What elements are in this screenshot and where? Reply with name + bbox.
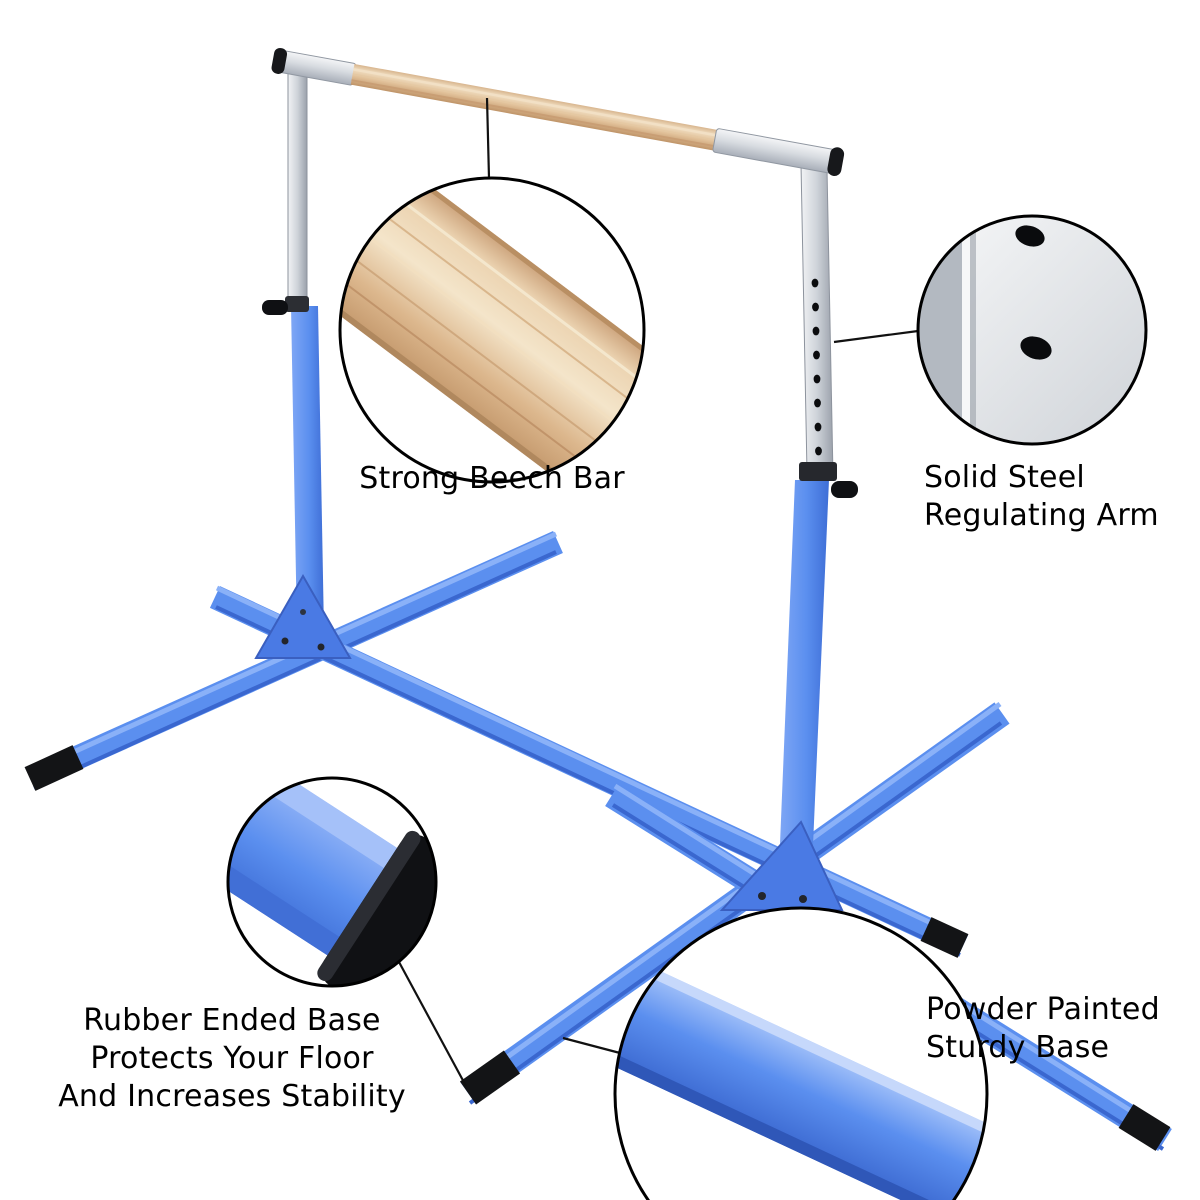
lock-knob [262,300,288,315]
label-line: Solid Steel [924,460,1085,495]
bolt [317,643,325,651]
label-line: Sturdy Base [926,1030,1110,1065]
left-base-bracket [254,573,352,659]
label-line: And Increases Stability [58,1079,406,1114]
beech-horizontal-bar [271,47,845,176]
label-sturdy-base: Powder Painted Sturdy Base [926,991,1200,1067]
rubber-end-cap [459,1050,521,1105]
callout-circle-beech-bar [338,176,646,484]
adjustment-hole [1020,336,1052,360]
left-regulating-arm [262,59,309,315]
rubber-end-cap [24,745,84,791]
leader-sturdy-base [562,1036,621,1055]
callout-circle-regulating-arm [916,214,1148,446]
right-regulating-arm [799,163,858,498]
label-regulating-arm: Solid Steel Regulating Arm [924,459,1200,535]
callout-circle-sturdy-base [613,906,989,1200]
leader-rubber-base [398,961,467,1087]
label-beech-bar: Strong Beech Bar [340,460,644,498]
rubber-end-cap [1118,1104,1171,1151]
label-line: Powder Painted [926,992,1160,1027]
callout-circle-rubber-base [226,776,438,988]
leader-beech-bar [485,97,491,179]
clamp-collar [285,296,309,312]
bar-end-cap [271,47,288,74]
bolt [281,637,289,645]
adjustment-hole [1015,225,1045,247]
clamp-collar [799,462,837,481]
callout-leader-lines [398,97,919,1087]
left-lower-upright [291,306,324,632]
rubber-end-cap [920,917,969,958]
right-lower-upright [779,480,829,868]
bolt [300,609,306,615]
label-line: Protects Your Floor [90,1041,374,1076]
label-line: Rubber Ended Base [83,1003,381,1038]
leader-regulating-arm [833,329,919,344]
bar-end-cap [827,147,845,176]
label-line: Regulating Arm [924,498,1159,533]
label-line: Strong Beech Bar [359,461,625,496]
lock-knob [831,481,858,498]
bolt [799,895,807,903]
bolt [758,892,766,900]
label-rubber-base: Rubber Ended Base Protects Your Floor An… [36,1002,428,1116]
